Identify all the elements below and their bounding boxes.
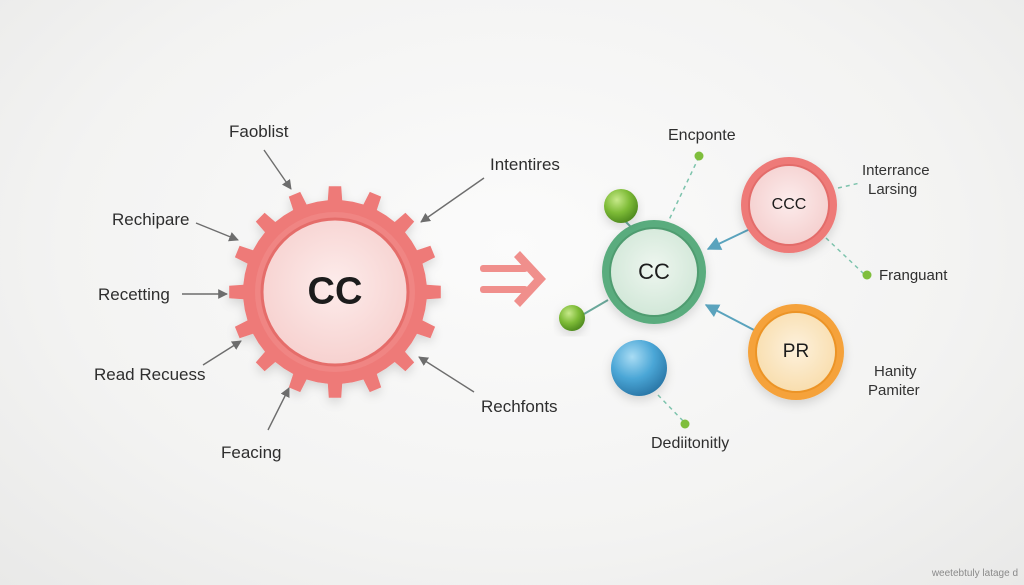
- arrow-rechipare: [195, 222, 239, 242]
- blue-ball: [611, 340, 667, 396]
- label-read-recuess: Read Recuess: [94, 365, 206, 384]
- arrow-rechfonts: [418, 356, 475, 393]
- label-intentires: Intentires: [490, 155, 560, 174]
- connector-encponte: [667, 156, 700, 223]
- arrow-feacing: [267, 387, 290, 431]
- transition-arrow-icon: [480, 251, 546, 307]
- label-hanity-pamiter: Hanity Pamiter: [868, 362, 920, 400]
- label-rechfonts: Rechfonts: [481, 397, 558, 416]
- ccc-node: [741, 157, 837, 253]
- label-encponte: Encponte: [668, 127, 736, 144]
- hub-node: [602, 220, 706, 324]
- connector-dediitonitly: [657, 394, 686, 424]
- label-rechipare: Rechipare: [112, 210, 190, 229]
- pr-node: [748, 304, 844, 400]
- label-franguant: Franguant: [879, 267, 948, 284]
- label-recetting: Recetting: [98, 285, 170, 304]
- gear-icon: [229, 186, 441, 398]
- connector-interrance: [837, 182, 861, 189]
- connector-green-ball-left: [583, 299, 609, 315]
- arrow-intentires: [420, 177, 485, 223]
- green-ball-top: [604, 189, 638, 223]
- dot-encponte: [694, 151, 704, 161]
- label-interrance: Interrance: [862, 162, 930, 179]
- arrow-read-recuess: [202, 340, 242, 366]
- label-hanity: Hanity: [874, 363, 917, 380]
- label-pamiter: Pamiter: [868, 382, 920, 399]
- hub-label: CC: [638, 259, 670, 284]
- dot-franguant: [862, 270, 872, 280]
- arrow-faoblist: [263, 149, 292, 190]
- gear-label-arrows: [182, 149, 485, 431]
- label-interrance-larsing: Interrance Larsing: [862, 161, 930, 199]
- green-ball-left: [559, 305, 585, 331]
- label-larsing: Larsing: [868, 181, 918, 198]
- label-faoblist: Faoblist: [229, 122, 289, 141]
- watermark: weetebtuly latage d: [931, 568, 1018, 579]
- connector-franguant: [825, 237, 865, 275]
- label-feacing: Feacing: [221, 443, 282, 462]
- pr-label: PR: [782, 341, 810, 362]
- gear-center-label: CC: [307, 270, 363, 313]
- dot-dediitonitly: [680, 419, 690, 429]
- arrow-pr-to-hub: [704, 304, 755, 331]
- ccc-label: CCC: [771, 196, 807, 213]
- arrow-ccc-to-hub: [706, 228, 751, 250]
- label-dediitonitly: Dediitonitly: [651, 435, 730, 452]
